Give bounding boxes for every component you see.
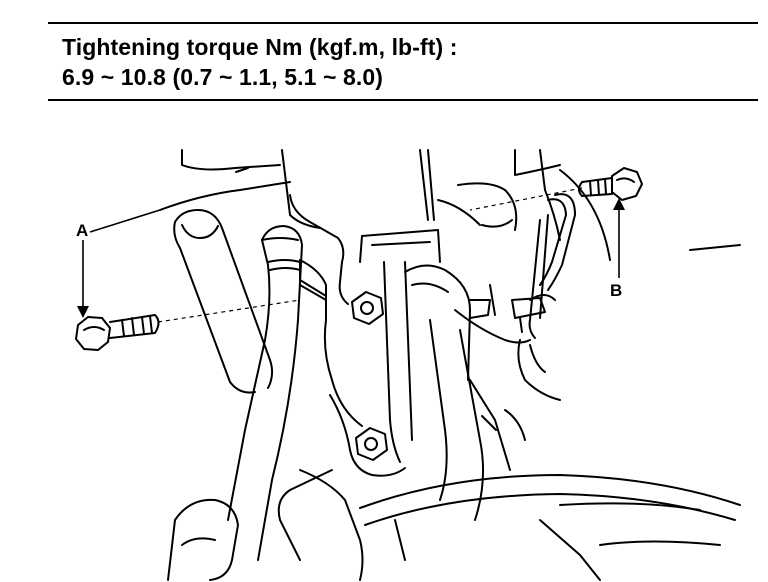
stabilizer-link	[173, 209, 274, 394]
suspension-illustration: A B	[75, 149, 741, 581]
callout-a-label: A	[76, 221, 88, 240]
torque-spec-box: Tightening torque Nm (kgf.m, lb-ft) : 6.…	[48, 22, 758, 101]
torque-spec-values: 6.9 ~ 10.8 (0.7 ~ 1.1, 5.1 ~ 8.0)	[62, 64, 384, 90]
bolt-axis-lines	[157, 187, 583, 323]
brake-disc-hub	[277, 469, 741, 581]
callout-leaders	[82, 204, 620, 312]
callout-b-label: B	[610, 281, 622, 300]
spec-top-rule	[48, 22, 758, 24]
strut-bracket	[289, 194, 441, 477]
bolt-a-axis-line	[157, 299, 301, 323]
strut-assembly	[281, 149, 518, 231]
bolt-b-axis-line	[469, 187, 583, 211]
bolt-b	[578, 167, 643, 201]
spec-bottom-rule	[48, 99, 758, 101]
callout-a-line	[89, 209, 161, 233]
bracket-nut-lower	[355, 427, 388, 461]
callout-b-arrowhead	[613, 198, 625, 210]
brake-hose	[227, 225, 303, 561]
speed-sensor-wire	[511, 193, 576, 401]
lower-arm-boot	[167, 498, 239, 581]
body-frame-outline	[159, 149, 741, 261]
torque-spec-heading: Tightening torque Nm (kgf.m, lb-ft) :	[62, 34, 458, 60]
callout-a-arrowhead	[77, 306, 89, 318]
steering-knuckle	[404, 214, 556, 521]
bracket-nut-upper	[351, 291, 384, 325]
bolt-a	[75, 314, 160, 351]
